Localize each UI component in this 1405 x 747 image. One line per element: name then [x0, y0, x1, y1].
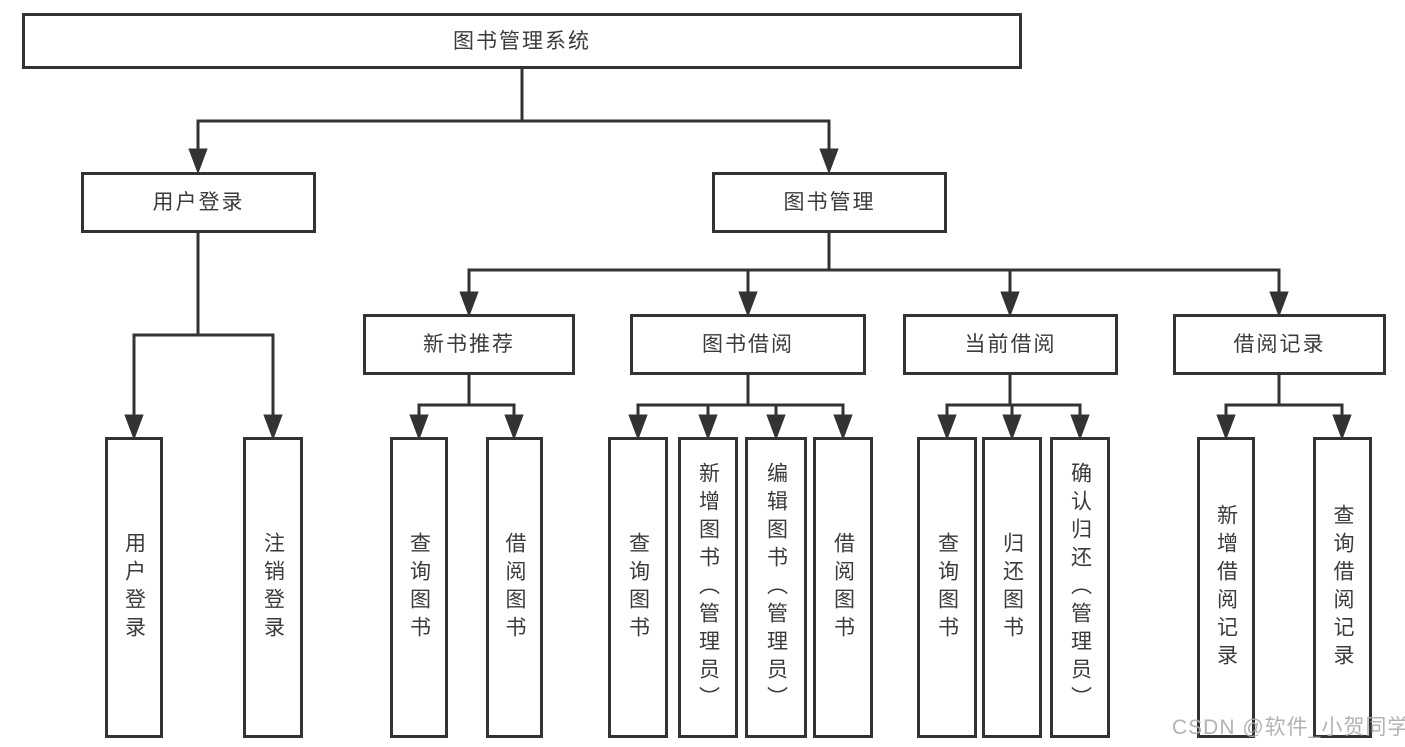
- node-book-management: 图书管理: [712, 172, 947, 233]
- leaf-borrow-books: 借阅图书: [813, 437, 873, 738]
- leaf-confirm-return-admin: 确认归还（管理员）: [1050, 437, 1110, 738]
- leaf-return-books: 归还图书: [982, 437, 1042, 738]
- node-new-book-recommend: 新书推荐: [363, 314, 575, 375]
- leaf-add-borrow-record: 新增借阅记录: [1197, 437, 1255, 738]
- node-book-borrow: 图书借阅: [630, 314, 866, 375]
- leaf-query-books-current: 查询图书: [917, 437, 977, 738]
- leaf-logout: 注销登录: [243, 437, 303, 738]
- leaf-user-login: 用户登录: [105, 437, 163, 738]
- leaf-query-books-recommend: 查询图书: [390, 437, 448, 738]
- leaf-query-borrow-record: 查询借阅记录: [1313, 437, 1372, 738]
- leaf-add-book-admin: 新增图书（管理员）: [678, 437, 738, 738]
- node-user-login: 用户登录: [81, 172, 316, 233]
- node-current-borrow: 当前借阅: [903, 314, 1118, 375]
- node-borrow-records: 借阅记录: [1173, 314, 1386, 375]
- leaf-query-books-borrow: 查询图书: [608, 437, 668, 738]
- watermark-text: CSDN @软件_小贺同学: [1172, 716, 1405, 739]
- leaf-edit-book-admin: 编辑图书（管理员）: [745, 437, 807, 738]
- leaf-borrow-books-recommend: 借阅图书: [486, 437, 543, 738]
- node-root: 图书管理系统: [22, 13, 1022, 69]
